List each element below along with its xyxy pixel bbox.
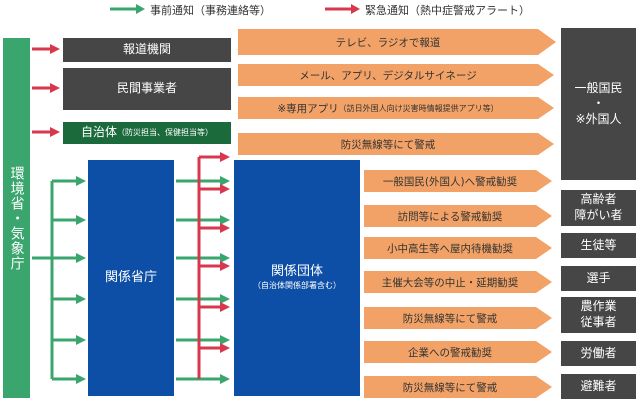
action-farmers-label: 防災無線等にて警戒 <box>402 312 498 325</box>
action-companies-label: 企業への警戒勧奨 <box>408 346 492 359</box>
recipient-evacuees: 避難者 <box>561 374 636 399</box>
action-companies: 企業への警戒勧奨 <box>364 341 552 363</box>
ministry-label: 環境省・気象庁 <box>8 165 25 271</box>
local-gov-label: 自治体 <box>80 125 117 140</box>
private-label: 民間事業者 <box>116 81 177 96</box>
action-events-label: 主催大会等の中止・延期勧奨 <box>381 276 519 289</box>
emergency-arrows-ministry <box>32 44 60 137</box>
legend-advance-label: 事前通知（事務連絡等） <box>150 4 271 17</box>
recipient-workers: 労働者 <box>561 341 636 366</box>
recipient-athletes: 選手 <box>561 266 636 291</box>
recipient-evacuees-label: 避難者 <box>580 378 617 393</box>
channel-tv-radio-label: テレビ、ラジオで報道 <box>335 36 441 49</box>
recipient-workers-label: 労働者 <box>580 345 617 360</box>
local-gov-note: （防災担当、保健担当等） <box>117 127 213 137</box>
action-students-label: 小中高生等へ屋内待機勧奨 <box>387 242 513 255</box>
advance-arrows-ministry <box>32 176 86 384</box>
press-label: 報道機関 <box>122 42 171 57</box>
channel-disaster-radio: 防災無線等にて警戒 <box>238 133 554 155</box>
action-visit-label: 訪問等による警戒勧奨 <box>397 210 503 223</box>
action-farmers: 防災無線等にて警戒 <box>364 307 552 329</box>
recipient-elderly: 高齢者 障がい者 <box>561 190 636 226</box>
recipient-farmers-label: 農作業 従事者 <box>580 299 617 329</box>
action-visit: 訪問等による警戒勧奨 <box>364 205 552 227</box>
emergency-arrows-orgs <box>197 152 230 379</box>
action-students: 小中高生等へ屋内待機勧奨 <box>364 237 552 259</box>
channel-special-app-label: ※専用アプリ <box>277 102 339 115</box>
action-evacuees: 防災無線等にて警戒 <box>364 376 552 398</box>
channel-special-app-note: （訪日外国人向け災害時情報提供アプリ等） <box>338 103 499 113</box>
recipient-students-label: 生徒等 <box>580 237 617 252</box>
related-orgs-label: 関係団体 <box>270 264 323 280</box>
recipient-athletes-label: 選手 <box>586 270 611 285</box>
recipient-general-public-label: 一般国民 <box>574 80 623 95</box>
action-evacuees-label: 防災無線等にて警戒 <box>402 381 498 394</box>
private-node: 民間事業者 <box>63 68 231 110</box>
legend-advance-arrow <box>110 4 145 14</box>
advance-arrows-ministries <box>176 176 230 384</box>
ministry-node: 環境省・気象庁 <box>3 38 30 398</box>
related-ministries-node: 関係省庁 <box>88 160 174 396</box>
action-events: 主催大会等の中止・延期勧奨 <box>364 271 552 293</box>
recipient-separator: ・ <box>592 96 605 111</box>
recipient-students: 生徒等 <box>561 233 636 258</box>
action-general-public: 一般国民(外国人)へ警戒勧奨 <box>364 170 552 192</box>
recipient-general-public: 一般国民 ・ ※外国人 <box>561 28 636 180</box>
channel-disaster-radio-label: 防災無線等にて警戒 <box>340 138 436 151</box>
recipient-farmers: 農作業 従事者 <box>561 297 636 333</box>
press-node: 報道機関 <box>63 38 231 62</box>
action-general-public-label: 一般国民(外国人)へ警戒勧奨 <box>382 175 518 188</box>
recipient-elderly-label: 高齢者 障がい者 <box>574 192 623 222</box>
related-ministries-label: 関係省庁 <box>104 269 157 285</box>
channel-mail-app: メール、アプリ、デジタルサイネージ <box>238 64 554 86</box>
legend-emergency-arrow <box>325 4 360 14</box>
legend-emergency-label: 緊急通知（熱中症警戒アラート） <box>365 4 530 17</box>
channel-tv-radio: テレビ、ラジオで報道 <box>238 29 556 55</box>
related-orgs-node: 関係団体 （自治体関係部署含む） <box>234 160 360 396</box>
channel-mail-app-label: メール、アプリ、デジタルサイネージ <box>299 69 477 82</box>
recipient-foreigners-label: ※外国人 <box>575 111 622 126</box>
local-gov-node: 自治体 （防災担当、保健担当等） <box>63 122 231 144</box>
related-orgs-note: （自治体関係部署含む） <box>253 281 341 291</box>
channel-special-app: ※専用アプリ （訪日外国人向け災害時情報提供アプリ等） <box>238 97 554 119</box>
